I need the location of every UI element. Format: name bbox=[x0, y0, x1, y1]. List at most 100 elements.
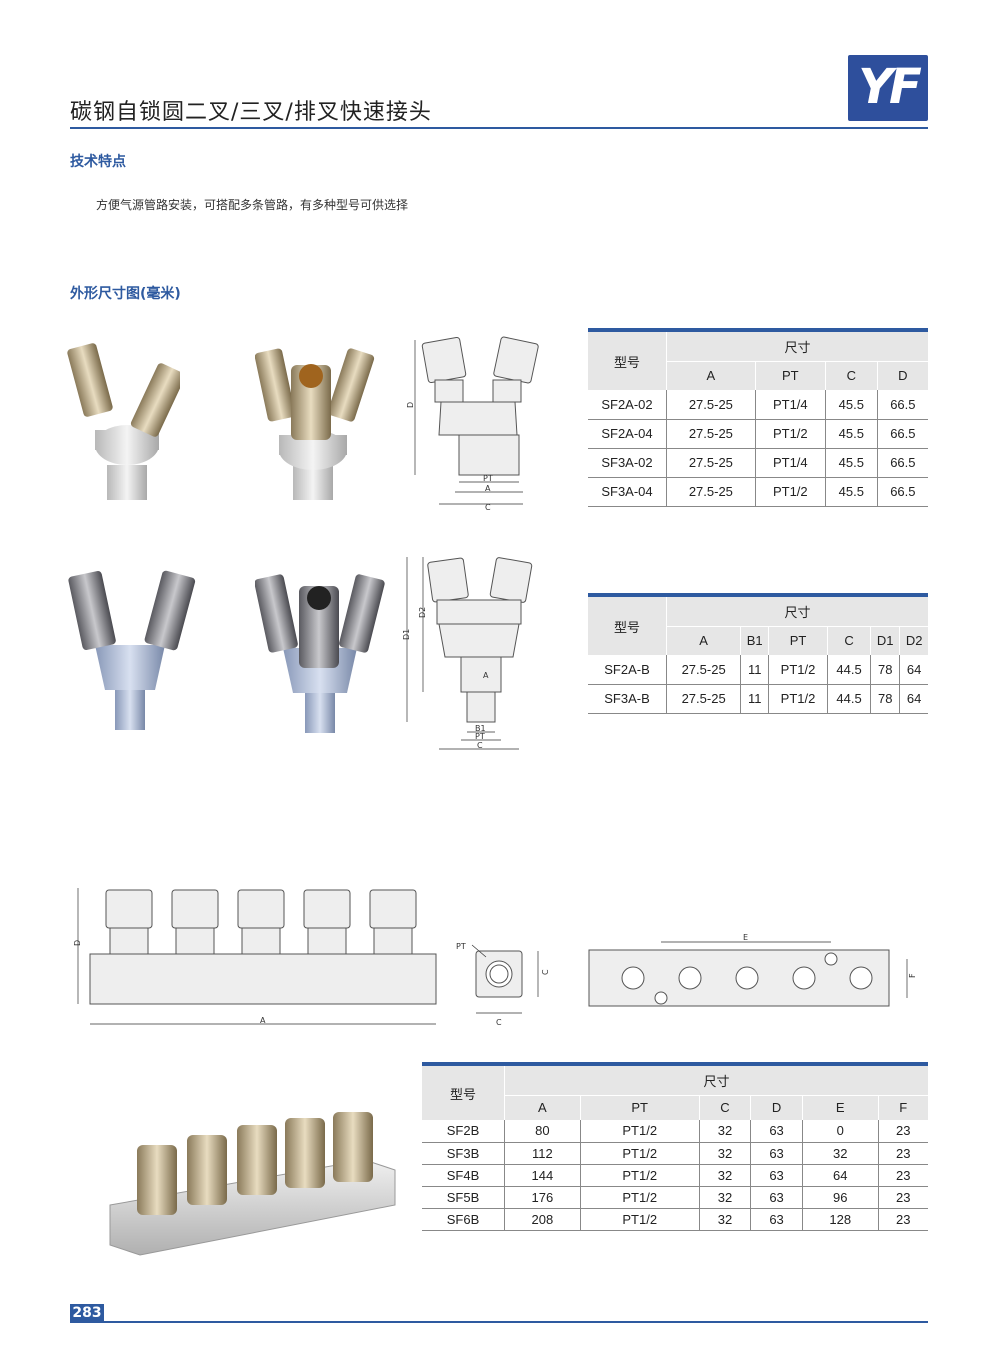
table3-col-c: C bbox=[698, 1094, 751, 1120]
table2-topbar bbox=[588, 593, 928, 597]
table-cell: 45.5 bbox=[824, 390, 878, 420]
table2-col-pt: PT bbox=[768, 625, 828, 655]
drawing-manifold-end: PT C C bbox=[456, 942, 550, 1027]
features-text: 方便气源管路安装，可搭配多条管路，有多种型号可供选择 bbox=[96, 198, 409, 212]
table-cell: PT1/2 bbox=[579, 1164, 700, 1187]
table2-col-d2: D2 bbox=[899, 625, 928, 655]
table3-topbar bbox=[422, 1062, 928, 1066]
table-cell: 11 bbox=[740, 684, 769, 714]
page-title: 碳钢自锁圆二叉/三叉/排叉快速接头 bbox=[70, 100, 432, 125]
table-cell: PT1/2 bbox=[768, 684, 828, 714]
table-cell: 27.5-25 bbox=[665, 684, 741, 714]
header-rule bbox=[70, 127, 928, 129]
table-cell: PT1/2 bbox=[579, 1120, 700, 1143]
label-pt4: PT bbox=[456, 942, 466, 951]
table-cell: 23 bbox=[877, 1142, 928, 1165]
label-c2: C bbox=[477, 741, 483, 750]
table-cell: 128 bbox=[801, 1208, 879, 1231]
table-row: SF2B 80 PT1/2 32 63 0 23 bbox=[422, 1120, 928, 1143]
table-cell: PT1/2 bbox=[768, 655, 828, 685]
table-cell: SF3B bbox=[422, 1142, 505, 1165]
table2-col-b1: B1 bbox=[740, 625, 769, 655]
label-d: D bbox=[406, 402, 415, 408]
table2-col-d1: D1 bbox=[870, 625, 900, 655]
label-c4b: C bbox=[496, 1018, 502, 1027]
table-cell: SF2A-02 bbox=[588, 390, 667, 420]
product-photo-sf2a-b bbox=[68, 570, 196, 730]
table-cell: PT1/2 bbox=[579, 1208, 700, 1231]
table1-model-header: 型号 bbox=[588, 332, 667, 390]
table-cell: 27.5-25 bbox=[666, 419, 756, 449]
spec-table-sfb: 型号 尺寸 A PT C D E F SF2B 80 PT1/2 32 63 0… bbox=[422, 1066, 928, 1231]
table-row: SF2A-04 27.5-25 PT1/2 45.5 66.5 bbox=[588, 419, 928, 449]
table3-col-d: D bbox=[750, 1094, 803, 1120]
table-row: SF2A-B 27.5-25 11 PT1/2 44.5 78 64 bbox=[588, 655, 928, 685]
table-cell: 63 bbox=[750, 1120, 803, 1143]
table1-col-d: D bbox=[876, 360, 928, 390]
table-cell: 66.5 bbox=[876, 448, 928, 478]
table-cell: 32 bbox=[698, 1120, 751, 1143]
table3-model-header: 型号 bbox=[422, 1066, 505, 1120]
table-cell: SF3A-02 bbox=[588, 448, 667, 478]
table-cell: PT1/4 bbox=[754, 390, 826, 420]
table1-dim-header: 尺寸 bbox=[666, 332, 928, 361]
brand-logo: YF bbox=[848, 55, 928, 121]
table-cell: 63 bbox=[750, 1186, 803, 1209]
table-cell: 66.5 bbox=[876, 390, 928, 420]
table-cell: 45.5 bbox=[824, 419, 878, 449]
table-cell: 44.5 bbox=[826, 655, 871, 685]
table-cell: SF2B bbox=[422, 1120, 505, 1143]
table2-col-c: C bbox=[826, 625, 871, 655]
table-cell: SF2A-04 bbox=[588, 419, 667, 449]
footer-rule bbox=[70, 1321, 928, 1323]
table3-col-pt: PT bbox=[579, 1094, 700, 1120]
product-photo-sf3a-b bbox=[255, 574, 385, 733]
table2-dim-header: 尺寸 bbox=[666, 597, 928, 626]
product-photo-sf2a bbox=[67, 343, 180, 500]
table-row: SF3B 112 PT1/2 32 63 32 23 bbox=[422, 1142, 928, 1165]
drawing-sf2a-b: D1 D2 A B1 PT C bbox=[402, 557, 533, 750]
table-cell: 32 bbox=[801, 1142, 879, 1165]
table3-col-e: E bbox=[801, 1094, 879, 1120]
table-cell: 176 bbox=[504, 1186, 581, 1209]
table-cell: SF3A-B bbox=[588, 684, 667, 714]
table-cell: 27.5-25 bbox=[666, 390, 756, 420]
table-cell: 27.5-25 bbox=[666, 477, 756, 507]
label-c: C bbox=[485, 503, 491, 512]
table-cell: 45.5 bbox=[824, 448, 878, 478]
table1-col-pt: PT bbox=[754, 360, 826, 390]
table-cell: 32 bbox=[698, 1164, 751, 1187]
spec-table-sf2a-b: 型号 尺寸 A B1 PT C D1 D2 SF2A-B 27.5-25 11 … bbox=[588, 597, 928, 714]
table-cell: 64 bbox=[899, 655, 928, 685]
table-row: SF3A-02 27.5-25 PT1/4 45.5 66.5 bbox=[588, 448, 928, 478]
table-row: SF2A-02 27.5-25 PT1/4 45.5 66.5 bbox=[588, 390, 928, 420]
drawing-manifold-front: D A bbox=[73, 888, 437, 1025]
table-cell: PT1/2 bbox=[579, 1142, 700, 1165]
table-row: SF4B 144 PT1/2 32 63 64 23 bbox=[422, 1164, 928, 1187]
table-cell: 23 bbox=[877, 1208, 928, 1231]
table-cell: SF2A-B bbox=[588, 655, 667, 685]
table-cell: 66.5 bbox=[876, 477, 928, 507]
table-cell: PT1/2 bbox=[579, 1186, 700, 1209]
table-row: SF6B 208 PT1/2 32 63 128 23 bbox=[422, 1208, 928, 1231]
table-cell: SF6B bbox=[422, 1208, 505, 1231]
table3-dim-header: 尺寸 bbox=[504, 1066, 928, 1095]
label-d1: D1 bbox=[402, 629, 411, 640]
table-cell: 66.5 bbox=[876, 419, 928, 449]
label-c4a: C bbox=[541, 969, 550, 975]
table-cell: 64 bbox=[801, 1164, 879, 1187]
table-row: SF5B 176 PT1/2 32 63 96 23 bbox=[422, 1186, 928, 1209]
table-row: SF3A-B 27.5-25 11 PT1/2 44.5 78 64 bbox=[588, 684, 928, 714]
table-cell: SF3A-04 bbox=[588, 477, 667, 507]
table-cell: 96 bbox=[801, 1186, 879, 1209]
product-photo-sf3a bbox=[255, 348, 375, 500]
label-d3: D bbox=[73, 940, 82, 946]
table-cell: 11 bbox=[740, 655, 769, 685]
table-cell: SF4B bbox=[422, 1164, 505, 1187]
table-cell: 23 bbox=[877, 1186, 928, 1209]
label-a: A bbox=[485, 484, 491, 493]
table-cell: PT1/2 bbox=[754, 477, 826, 507]
table-row: SF3A-04 27.5-25 PT1/2 45.5 66.5 bbox=[588, 477, 928, 507]
table-cell: 32 bbox=[698, 1142, 751, 1165]
table1-col-a: A bbox=[666, 360, 756, 390]
